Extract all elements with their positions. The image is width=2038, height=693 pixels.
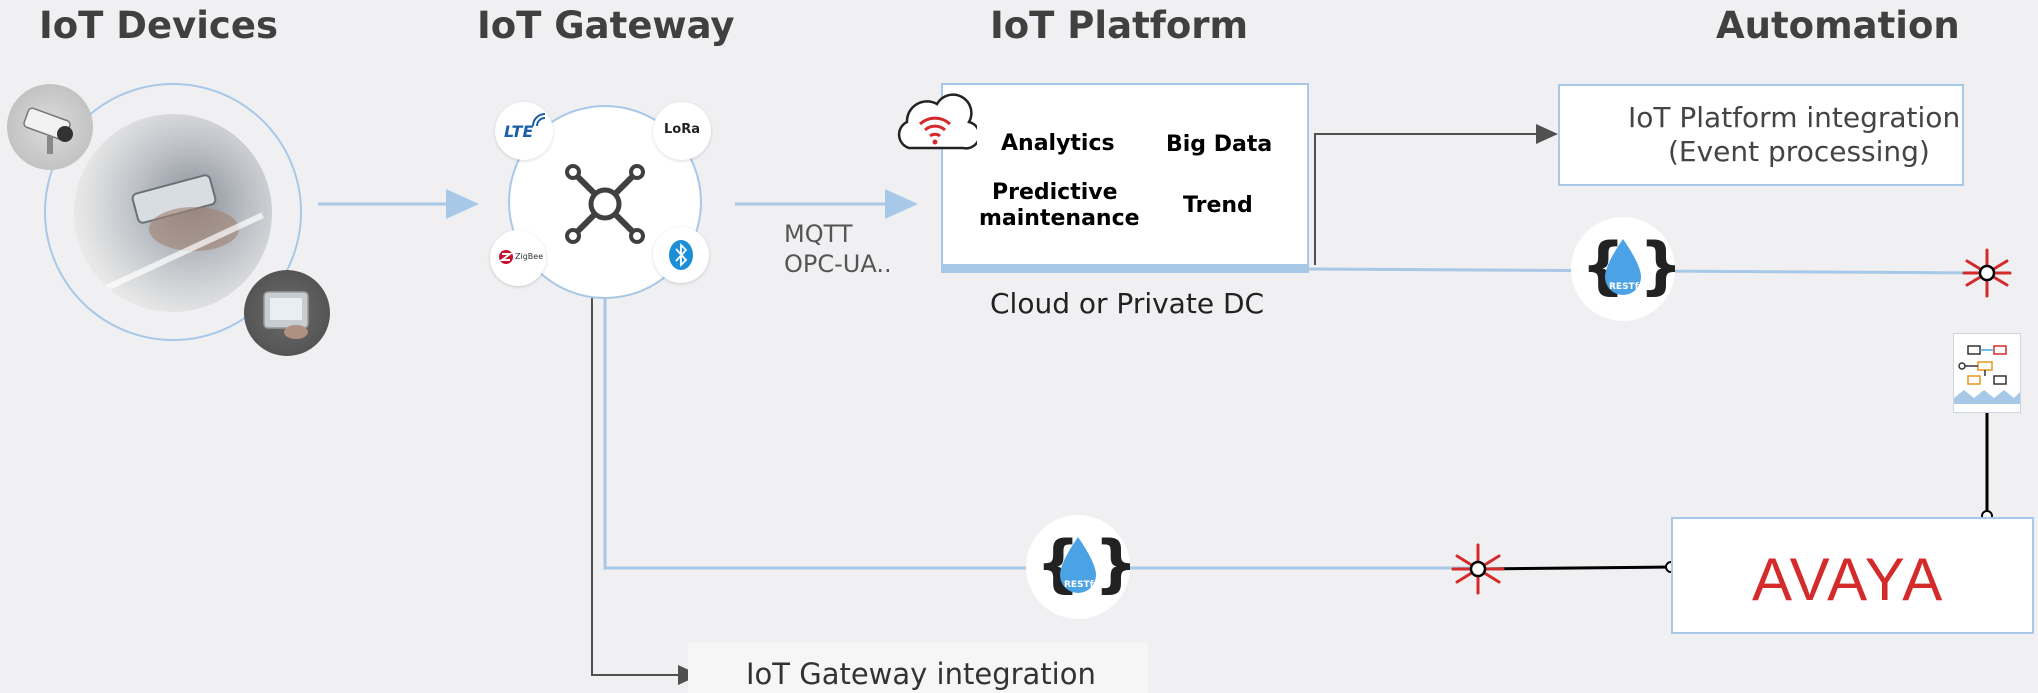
restful-drop-icon-2: { }: [1036, 527, 1138, 600]
platform-trend: Trend: [1183, 193, 1253, 218]
protocol-mqtt: MQTT: [784, 220, 853, 248]
restful-label-platform: RESTful: [1609, 282, 1649, 292]
platform-maintenance: maintenance: [979, 206, 1140, 231]
platform-integration-box: [1558, 84, 1964, 186]
gateway-integration-box: [688, 643, 1148, 693]
platform-predictive: Predictive: [992, 180, 1118, 205]
avaya-logo: AVAYA: [1752, 546, 1945, 613]
platform-bigdata: Big Data: [1166, 132, 1273, 157]
gateway-integration-arrow: [591, 298, 700, 685]
restful-api-icon-platform: { } RESTful: [1571, 217, 1683, 321]
workflow-diagram-icon: [1954, 345, 2020, 404]
gateway-hub-icon: [565, 164, 645, 244]
avaya-box: [1671, 517, 2034, 634]
smartphone-icon: [82, 174, 264, 302]
lora-badge: LoRa: [653, 102, 711, 160]
devices-outer-ring: [44, 83, 302, 341]
hub-to-avaya-line: [1477, 565, 1672, 571]
bluetooth-icon: [669, 240, 693, 270]
bluetooth-badge: [653, 227, 709, 283]
integration-line2: (Event processing): [1668, 135, 1930, 168]
cloud-wifi-icon: [897, 93, 977, 150]
event-hub-icon-lower: [1451, 543, 1505, 595]
thermostat-icon: [263, 291, 309, 339]
security-camera-icon: [23, 107, 73, 154]
protocol-opcua: OPC-UA..: [784, 250, 892, 278]
gateway-integration-label: IoT Gateway integration: [746, 657, 1096, 691]
zigbee-badge: ZigBee: [490, 230, 546, 286]
header-iot-devices: IoT Devices: [39, 4, 278, 47]
thermostat-photo: [244, 270, 330, 356]
lora-label: LoRa: [664, 122, 700, 137]
gateway-rest-line: [603, 298, 1478, 570]
event-hub-icon-upper: [1962, 248, 2012, 298]
restful-drop-icon: { }: [1581, 229, 1683, 302]
restful-label-gateway: RESTful: [1064, 580, 1104, 590]
zigbee-logo-icon: [499, 250, 513, 264]
smartphone-hands-photo: [74, 114, 272, 312]
header-automation: Automation: [1716, 4, 1960, 47]
zigbee-label: ZigBee: [515, 252, 544, 261]
platform-to-automation-arrow: [1314, 124, 1558, 265]
restful-api-icon-gateway: { } RESTful: [1026, 515, 1138, 619]
lte-signal-icon: [532, 113, 546, 127]
platform-analytics: Analytics: [1001, 131, 1115, 156]
lte-badge: LTE: [495, 102, 553, 160]
lte-label: LTE: [504, 122, 534, 141]
platform-box: [941, 83, 1309, 273]
security-camera-photo: [7, 84, 93, 170]
header-iot-gateway: IoT Gateway: [477, 4, 735, 47]
integration-line1: IoT Platform integration: [1628, 101, 1961, 134]
header-iot-platform: IoT Platform: [990, 4, 1249, 47]
workflow-icon: [1953, 333, 2021, 413]
platform-caption: Cloud or Private DC: [990, 287, 1265, 320]
